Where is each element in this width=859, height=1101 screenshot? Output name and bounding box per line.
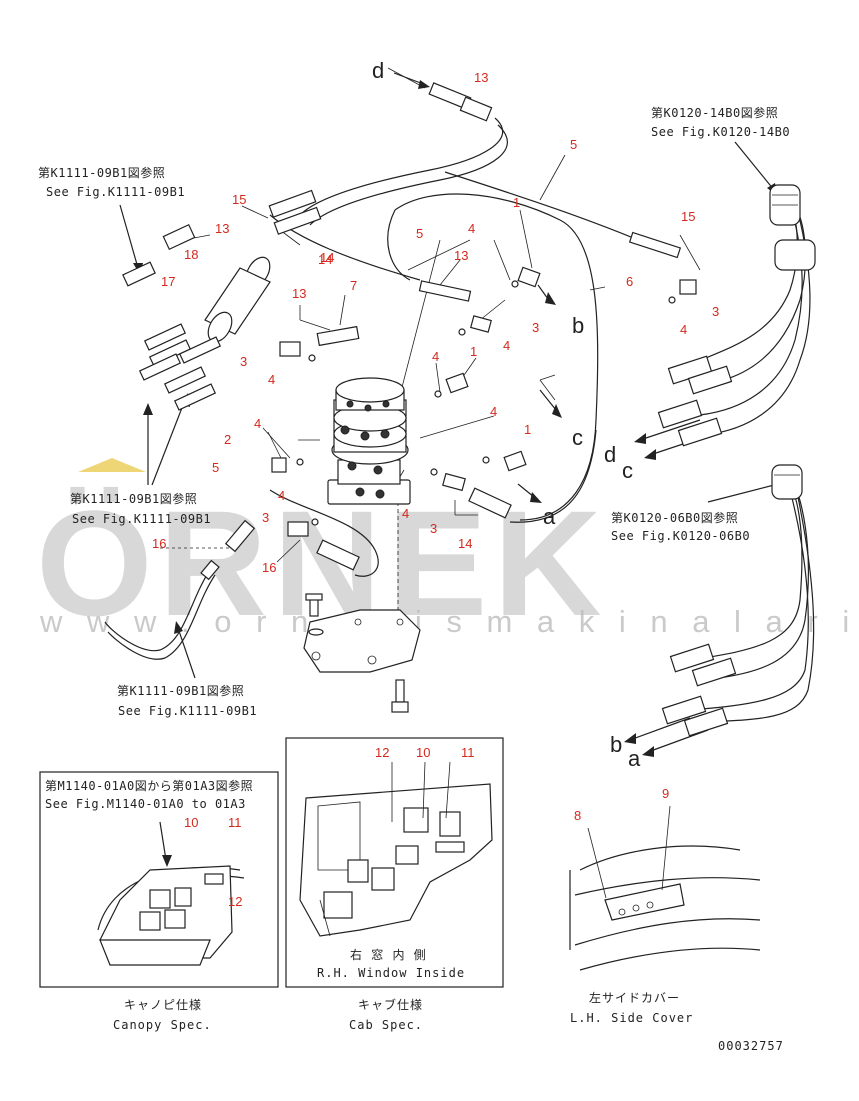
part-number: 9 <box>662 786 669 801</box>
part-number: 5 <box>570 137 577 152</box>
part-number: 4 <box>432 349 439 364</box>
part-number: 3 <box>430 521 437 536</box>
ref-k012006b0-jp: 第K0120-06B0図参照 <box>611 510 738 525</box>
part-number: 3 <box>262 510 269 525</box>
part-number: 2 <box>224 432 231 447</box>
part-number: 17 <box>161 274 175 289</box>
caption-window-jp: 右 窓 内 側 <box>350 947 427 962</box>
part-number: 4 <box>680 322 687 337</box>
part-number: 14 <box>320 250 334 265</box>
part-number: 11 <box>228 815 242 830</box>
part-number: 13 <box>454 248 468 263</box>
caption-cab-jp: キャブ仕様 <box>358 997 423 1012</box>
caption-canopy-en: Canopy Spec. <box>113 1018 212 1032</box>
part-number: 3 <box>532 320 539 335</box>
fittings <box>122 82 816 737</box>
letter-a-top: a <box>543 504 556 529</box>
part-number: 18 <box>184 247 198 262</box>
part-numbers: 13 5 1 15 13 14 18 17 5 13 4 15 14 6 3 4… <box>152 70 719 909</box>
part-number: 3 <box>240 354 247 369</box>
ref-k111109b1-mid-en: See Fig.K1111-09B1 <box>72 512 211 526</box>
references: 第K1111-09B1図参照 See Fig.K1111-09B1 第K0120… <box>38 105 790 811</box>
part-number: 16 <box>262 560 276 575</box>
part-number: 15 <box>232 192 246 207</box>
part-number: 14 <box>318 252 332 267</box>
part-number: 12 <box>228 894 242 909</box>
part-number: 4 <box>268 372 275 387</box>
letter-d-top: d <box>372 58 384 83</box>
part-number: 1 <box>470 344 477 359</box>
part-number: 8 <box>574 808 581 823</box>
part-number: 4 <box>402 506 409 521</box>
side-cover-panel <box>569 805 761 971</box>
cab-detail-frame <box>285 737 504 988</box>
part-number: 16 <box>152 536 166 551</box>
connection-arrows <box>119 72 785 867</box>
canopy-detail-frame <box>39 771 279 988</box>
hose-lines <box>104 117 815 723</box>
canopy-panel <box>39 771 279 988</box>
part-number: 3 <box>712 304 719 319</box>
leader-lines <box>160 67 701 615</box>
part-number: 6 <box>626 274 633 289</box>
letter-b-right: b <box>610 732 622 757</box>
part-number: 4 <box>490 404 497 419</box>
part-number: 4 <box>254 416 261 431</box>
bracket-plate <box>303 593 421 713</box>
part-number: 10 <box>184 815 198 830</box>
caption-side-cover-jp: 左サイドカバー <box>589 990 680 1005</box>
ref-k111109b1-bot-jp: 第K1111-09B1図参照 <box>117 683 244 698</box>
part-number: 12 <box>375 745 389 760</box>
part-number: 1 <box>524 422 531 437</box>
watermark-url: w w w . o r n e k i s m a k i n a l a r … <box>39 604 859 639</box>
ref-k111109b1-top-jp: 第K1111-09B1図参照 <box>38 165 165 180</box>
letter-a-right: a <box>628 746 641 771</box>
ref-k111109b1-mid-jp: 第K1111-09B1図参照 <box>70 491 197 506</box>
swivel-joint <box>327 377 411 505</box>
cab-panel <box>285 737 504 988</box>
letter-d-right: d <box>604 442 616 467</box>
part-number: 4 <box>503 338 510 353</box>
caption-canopy-jp: キャノピ仕様 <box>124 998 202 1012</box>
part-number: 15 <box>681 209 695 224</box>
part-number: 10 <box>416 745 430 760</box>
caption-cab-en: Cab Spec. <box>349 1018 423 1032</box>
ref-m114001a0-en: See Fig.M1140-01A0 to 01A3 <box>45 797 246 811</box>
connection-letters: d b c a d c b a <box>372 58 641 771</box>
part-number: 5 <box>416 226 423 241</box>
caption-window-en: R.H. Window Inside <box>317 966 465 980</box>
drawing-number: 00032757 <box>718 1039 784 1053</box>
part-number: 11 <box>461 745 475 760</box>
part-number: 14 <box>458 536 472 551</box>
part-number: 7 <box>350 278 357 293</box>
letter-c-top: c <box>572 425 583 450</box>
part-number: 1 <box>513 195 520 210</box>
letter-c-right: c <box>622 458 633 483</box>
ref-k012006b0-en: See Fig.K0120-06B0 <box>611 529 750 543</box>
caption-side-cover-en: L.H. Side Cover <box>570 1011 693 1025</box>
ref-k012014b0-jp: 第K0120-14B0図参照 <box>651 105 778 120</box>
part-number: 13 <box>215 221 229 236</box>
letter-b-top: b <box>572 313 584 338</box>
part-number: 5 <box>212 460 219 475</box>
ref-m114001a0-jp: 第M1140-01A0図から第01A3図参照 <box>45 778 253 793</box>
captions: キャノピ仕様 Canopy Spec. キャブ仕様 Cab Spec. 右 窓 … <box>113 947 784 1053</box>
ref-k111109b1-top-en: See Fig.K1111-09B1 <box>46 185 185 199</box>
ref-k012014b0-en: See Fig.K0120-14B0 <box>651 125 790 139</box>
part-number: 13 <box>292 286 306 301</box>
part-number: 4 <box>468 221 475 236</box>
part-number: 4 <box>278 488 285 503</box>
part-number: 13 <box>474 70 488 85</box>
ref-k111109b1-bot-en: See Fig.K1111-09B1 <box>118 704 257 718</box>
